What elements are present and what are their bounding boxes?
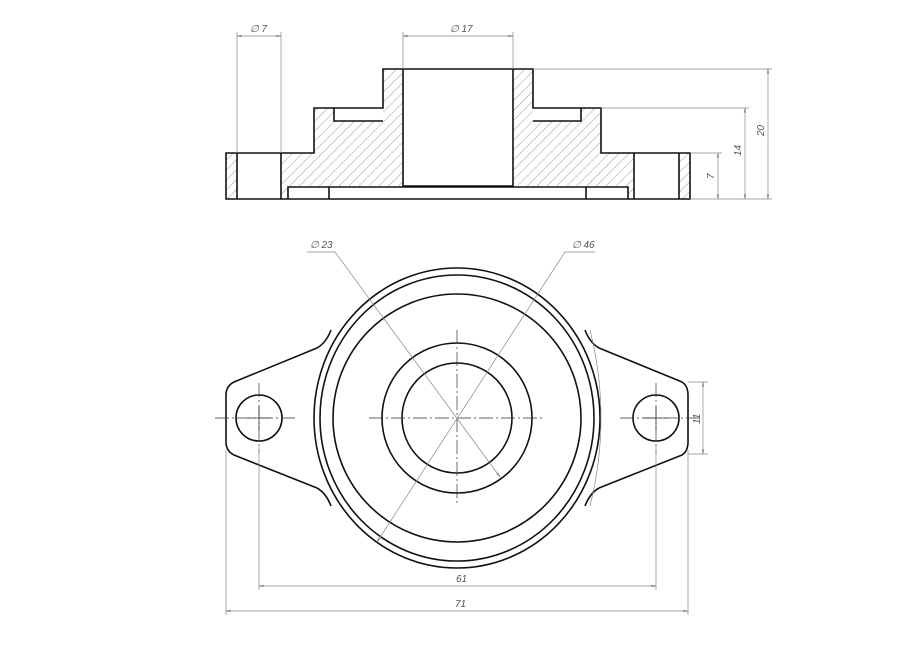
- dim-total-height-label: 20: [756, 124, 767, 137]
- plan-view: ∅ 23 ∅ 46 11 61 71: [215, 240, 708, 615]
- dimension-lug-width: 11: [688, 381, 708, 455]
- section-view: ∅ 7 ∅ 17 20 14 7: [225, 24, 772, 200]
- outer-circle: [313, 267, 601, 569]
- dimension-ring-diameter: ∅ 23: [307, 240, 501, 478]
- flange-outline: [225, 329, 689, 507]
- dimension-outer-diameter: ∅ 46: [376, 240, 595, 543]
- hidden-edge-arc: [589, 329, 602, 507]
- dim-outer-diameter-label: ∅ 46: [572, 240, 595, 251]
- dimension-overall-length: 71: [225, 450, 689, 615]
- outer-chamfer-circle: [319, 274, 595, 562]
- step-circle: [332, 293, 582, 543]
- dim-hole-diameter-label: ∅ 7: [250, 24, 267, 35]
- dim-step-height-label: 14: [733, 144, 744, 156]
- dim-ring-diameter-label: ∅ 23: [310, 240, 333, 251]
- dim-hole-spacing-label: 61: [456, 574, 467, 585]
- dim-base-height-label: 7: [706, 173, 717, 179]
- dim-lug-width-label: 11: [692, 414, 703, 424]
- dimension-hole-diameter: ∅ 7: [236, 24, 282, 153]
- dimension-heights: 20 14 7: [533, 68, 772, 200]
- dimension-hole-spacing: 61: [258, 445, 657, 590]
- dimension-bore-diameter: ∅ 17: [402, 24, 514, 69]
- section-hatching: [226, 69, 690, 199]
- dim-bore-diameter-label: ∅ 17: [450, 24, 473, 35]
- dim-overall-length-label: 71: [455, 599, 466, 610]
